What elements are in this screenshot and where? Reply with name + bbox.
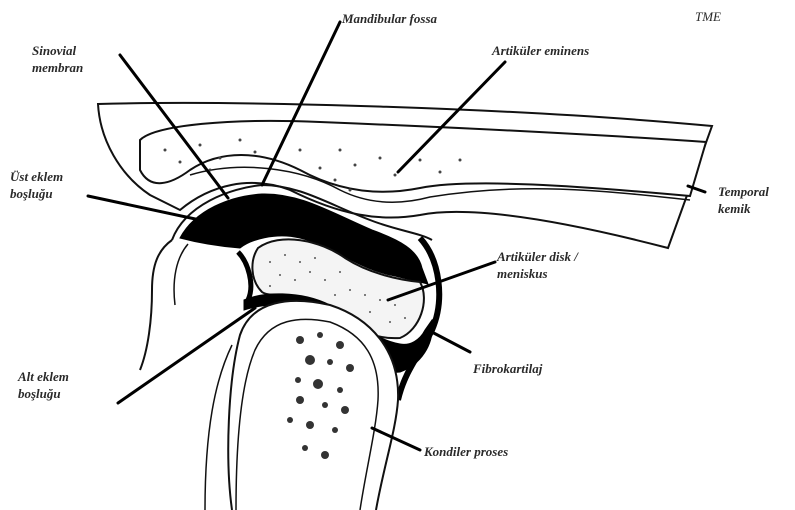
- label-artikuler-eminens: Artiküler eminens: [492, 42, 589, 59]
- label-kondiler-proses: Kondiler proses: [424, 443, 508, 460]
- label-tme: TME: [695, 8, 721, 25]
- label-artikuler-disk: Artiküler disk / meniskus: [497, 248, 578, 282]
- label-alt-eklem-line1: Alt eklem: [18, 368, 69, 385]
- label-sinovial-line2: membran: [32, 59, 83, 76]
- label-sinovial-line1: Sinovial: [32, 42, 83, 59]
- label-artikuler-eminens-text: Artiküler eminens: [492, 42, 589, 59]
- label-disk-line2: meniskus: [497, 265, 578, 282]
- posterior-outline-2: [174, 244, 188, 305]
- label-temporal-line2: kemik: [718, 200, 769, 217]
- label-fibrokartilaj: Fibrokartilaj: [473, 360, 542, 377]
- label-temporal-kemik: Temporal kemik: [718, 183, 769, 217]
- label-kondiler-proses-text: Kondiler proses: [424, 443, 508, 460]
- label-ust-eklem-line1: Üst eklem: [10, 168, 63, 185]
- label-alt-eklem-boslugu: Alt eklem boşluğu: [18, 368, 69, 402]
- posterior-outline: [140, 240, 172, 370]
- label-tme-text: TME: [695, 8, 721, 25]
- capsule-left: [238, 252, 251, 300]
- label-sinovial-membran: Sinovial membran: [32, 42, 83, 76]
- label-temporal-line1: Temporal: [718, 183, 769, 200]
- label-mandibular-fossa: Mandibular fossa: [342, 10, 437, 27]
- label-alt-eklem-line2: boşluğu: [18, 385, 69, 402]
- leader-fibrokartilaj: [428, 330, 470, 352]
- label-fibrokartilaj-text: Fibrokartilaj: [473, 360, 542, 377]
- label-ust-eklem-boslugu: Üst eklem boşluğu: [10, 168, 63, 202]
- condyle-inner: [236, 319, 378, 510]
- label-mandibular-fossa-text: Mandibular fossa: [342, 10, 437, 27]
- label-ust-eklem-line2: boşluğu: [10, 185, 63, 202]
- label-disk-line1: Artiküler disk /: [497, 248, 578, 265]
